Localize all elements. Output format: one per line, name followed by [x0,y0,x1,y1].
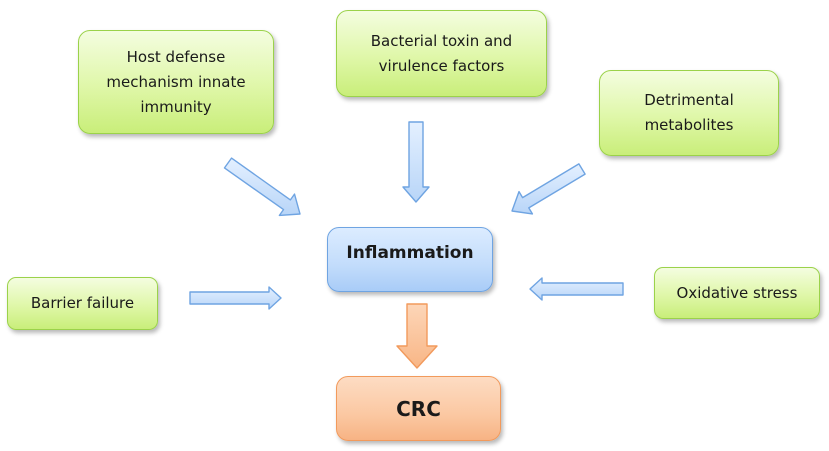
arrow-bacterial-toxin-to-inflammation [402,121,430,203]
arrow-host-defense-to-inflammation [223,157,301,217]
node-detrimental-metabolites-label: Detrimental metabolites [644,91,734,134]
node-barrier-failure: Barrier failure [7,277,158,330]
node-inflammation: Inflammation [327,227,493,292]
node-crc-label: CRC [396,396,441,421]
arrow-barrier-to-inflammation [189,286,282,310]
node-host-defense: Host defense mechanism innate immunity [78,30,274,134]
arrow-oxidative-to-inflammation [529,277,624,301]
node-bacterial-toxin-label: Bacterial toxin and virulence factors [370,31,513,75]
node-host-defense-label: Host defense mechanism innate immunity [106,47,246,116]
node-detrimental-metabolites: Detrimental metabolites [599,70,779,156]
arrow-inflammation-to-crc [396,303,438,369]
node-oxidative-stress-label: Oxidative stress [676,283,798,302]
node-bacterial-toxin: Bacterial toxin and virulence factors [336,10,547,97]
node-oxidative-stress: Oxidative stress [654,267,820,319]
arrow-detrimental-to-inflammation [511,163,586,215]
node-barrier-failure-label: Barrier failure [30,294,135,312]
node-crc: CRC [336,376,501,441]
node-inflammation-label: Inflammation [346,242,474,263]
